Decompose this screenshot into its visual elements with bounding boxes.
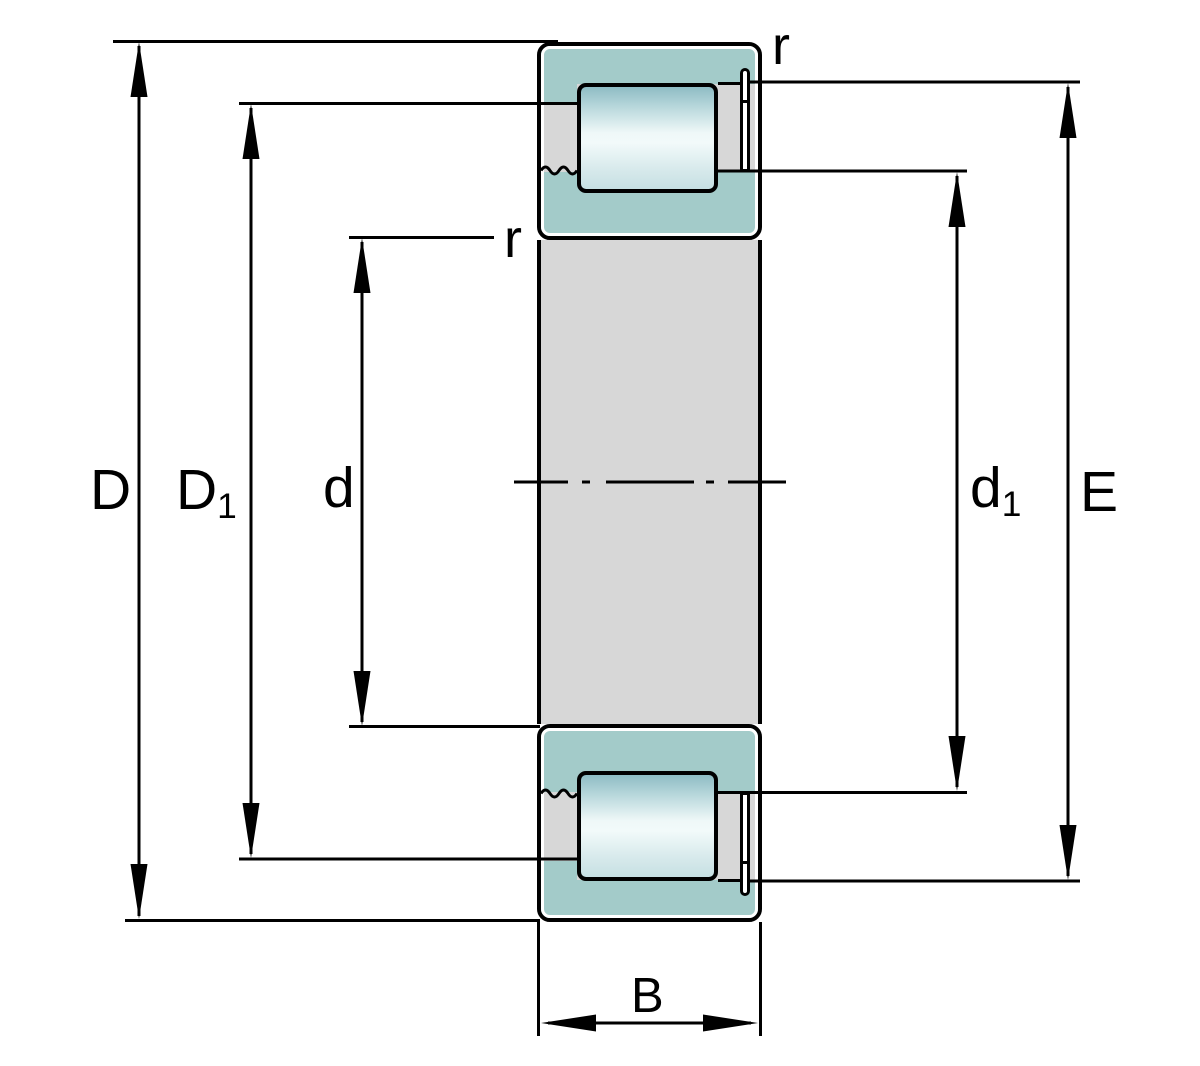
- side-ring-bar: [740, 792, 750, 896]
- roller: [577, 771, 718, 881]
- label-bore-diameter-d: d: [323, 460, 355, 522]
- label-raceway-diameter-E: E: [1080, 464, 1118, 526]
- outer-ring-rib: [541, 46, 577, 103]
- label-text: D: [90, 458, 132, 522]
- dimension-d: [349, 236, 540, 728]
- dimension-E: [750, 80, 1080, 883]
- bore-column: [537, 240, 762, 724]
- roller: [577, 83, 718, 193]
- raceway-boundary-line: [718, 879, 740, 882]
- label-shoulder-diameter-D1: D1: [176, 458, 237, 526]
- outer-ring-rib: [541, 861, 577, 918]
- bearing-section-top: [537, 42, 762, 240]
- bearing-section-bottom: [537, 724, 762, 922]
- label-text: E: [1080, 460, 1119, 524]
- label-outer-diameter-D: D: [90, 462, 131, 524]
- label-text: B: [631, 969, 664, 1023]
- label-fillet-radius-r-inner: r: [504, 209, 522, 269]
- outer-ring-top: [541, 46, 758, 84]
- dimension-D1: [239, 102, 577, 861]
- raceway-boundary-line: [718, 82, 740, 85]
- label-width-B: B: [631, 972, 664, 1025]
- label-shoulder-diameter-d1: d1: [970, 456, 1022, 524]
- label-text: d: [323, 456, 355, 520]
- side-ring-bar: [740, 68, 750, 172]
- label-text: D: [176, 458, 218, 522]
- label-fillet-radius-r-outer: r: [772, 16, 790, 76]
- label-text: d: [970, 456, 1002, 520]
